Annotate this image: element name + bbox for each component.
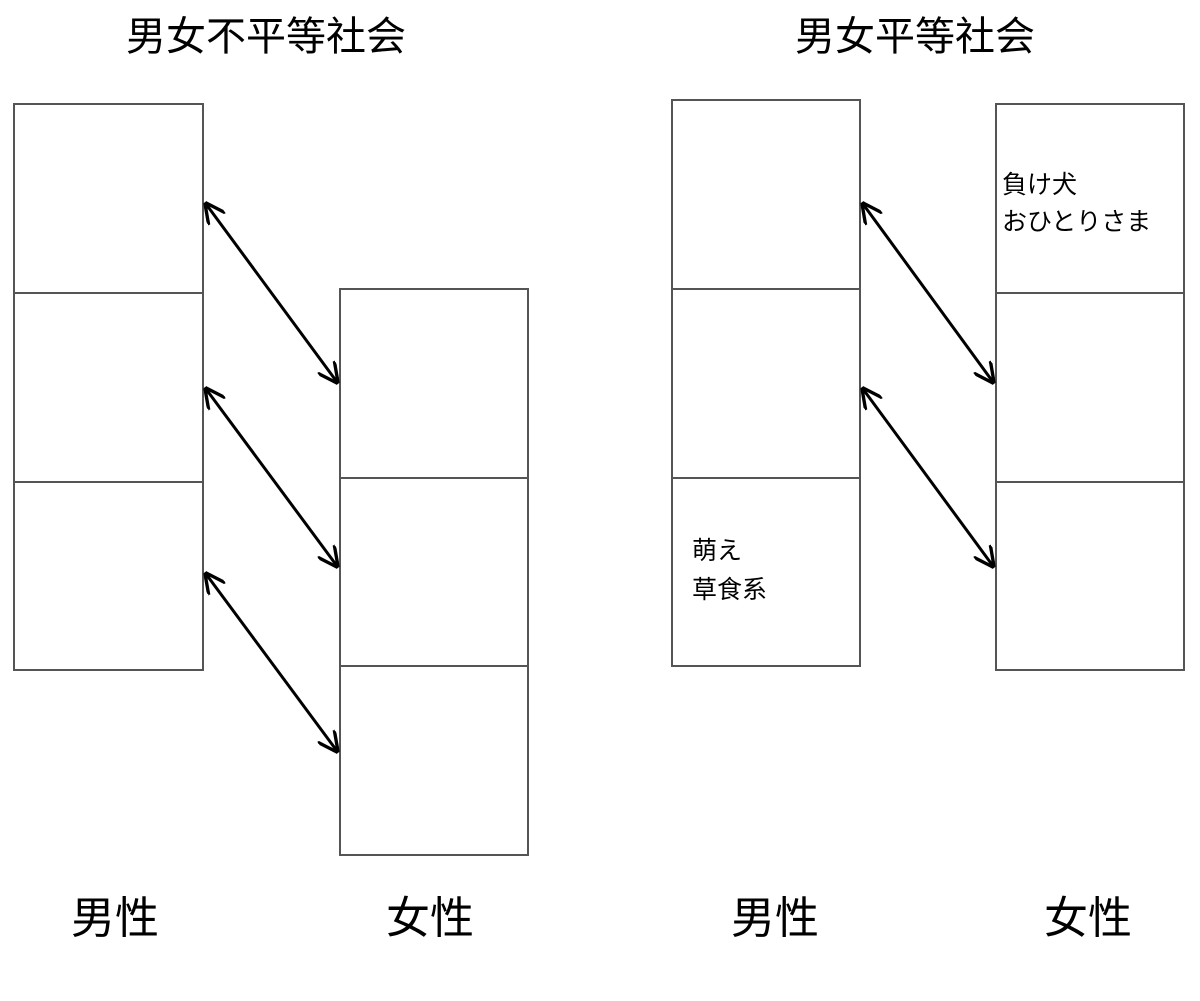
right-arrow-1 bbox=[863, 204, 993, 382]
right-female-label: 女性 bbox=[1044, 893, 1132, 944]
left-arrow-3 bbox=[206, 574, 337, 751]
left-arrow-2 bbox=[206, 389, 337, 566]
left-male-tier-1 bbox=[13, 103, 204, 294]
right-female-tier-1 bbox=[995, 103, 1185, 294]
left-female-tier-3 bbox=[339, 665, 529, 856]
right-title: 男女平等社会 bbox=[795, 14, 1035, 60]
left-male-label: 男性 bbox=[71, 893, 159, 944]
right-male-tier-3 bbox=[671, 477, 861, 667]
male-bottom-note-2: 草食系 bbox=[692, 575, 768, 604]
right-male-label: 男性 bbox=[731, 893, 819, 944]
left-female-label: 女性 bbox=[386, 893, 474, 944]
right-male-tier-2 bbox=[671, 288, 861, 479]
female-top-note-2: おひとりさま bbox=[1002, 207, 1152, 236]
right-female-tier-2 bbox=[995, 292, 1185, 483]
right-male-tier-1 bbox=[671, 99, 861, 290]
male-bottom-note-1: 萌え bbox=[692, 536, 743, 565]
right-arrow-2 bbox=[863, 389, 993, 566]
left-female-tier-2 bbox=[339, 477, 529, 667]
left-arrow-1 bbox=[206, 204, 337, 382]
right-female-tier-3 bbox=[995, 481, 1185, 671]
left-title: 男女不平等社会 bbox=[126, 14, 406, 60]
female-top-note-1: 負け犬 bbox=[1002, 170, 1078, 199]
